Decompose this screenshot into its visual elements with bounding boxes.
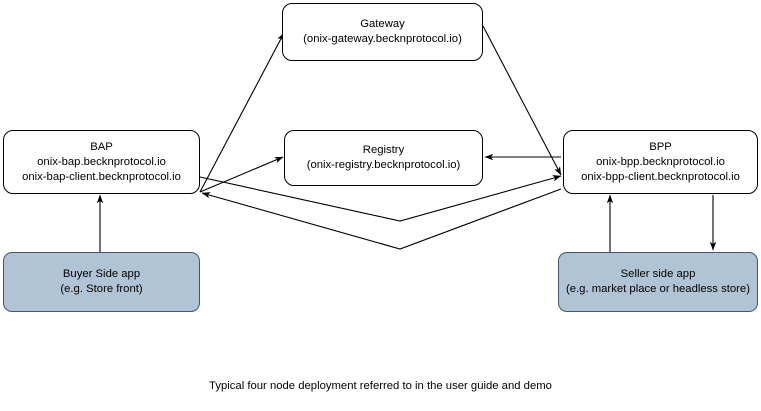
seller-side-app-node-line-0: Seller side app [620,268,696,280]
gateway-node[interactable]: Gateway (onix-gateway.becknprotocol.io) [282,3,483,61]
buyer-side-app-node-line-1: (e.g. Store front) [60,283,143,295]
bpp-node-line-2: onix-bpp-client.becknprotocol.io [581,170,740,183]
edge-bap-to-bpp [199,175,562,222]
registry-node[interactable]: Registry (onix-registry.becknprotocol.io) [284,130,483,186]
bap-node-line-2: onix-bap-client.becknprotocol.io [22,170,181,183]
bap-node-line-0: BAP [90,140,113,153]
bap-node-line-1: onix-bap.becknprotocol.io [37,155,166,168]
buyer-side-app-node[interactable]: Buyer Side app (e.g. Store front) [3,252,200,312]
registry-node-line-1: (onix-registry.becknprotocol.io) [306,159,461,171]
seller-side-app-node-line-1: (e.g. market place or headless store) [566,283,750,295]
buyer-side-app-node-line-0: Buyer Side app [62,268,141,280]
bpp-node-line-1: onix-bpp.becknprotocol.io [596,155,725,168]
edges-group [96,25,717,252]
edge-bap-to-gateway [199,32,285,193]
bap-node[interactable]: BAP onix-bap.becknprotocol.io onix-bap-cli… [3,130,200,194]
bpp-node-line-0: BPP [649,140,672,153]
gateway-node-line-1: (onix-gateway.becknprotocol.io) [303,33,462,45]
diagram-caption: Typical four node deployment referred to… [209,380,552,392]
seller-side-app-node[interactable]: Seller side app (e.g. market place or hea… [558,252,758,312]
edge-bap-to-registry [199,156,284,193]
registry-node-line-0: Registry [362,144,405,156]
edge-bpp-to-bap [201,188,562,250]
gateway-node-line-0: Gateway [360,18,405,30]
edge-gateway-to-bpp [482,25,562,176]
bpp-node[interactable]: BPP onix-bpp.becknprotocol.io onix-bpp-cli… [563,130,758,194]
